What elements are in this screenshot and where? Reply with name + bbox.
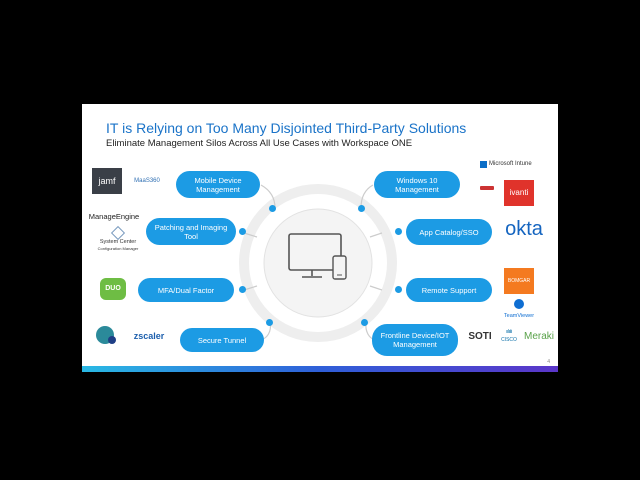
monitor-icon bbox=[288, 233, 342, 278]
connector-dot bbox=[239, 286, 246, 293]
pill-secure-tunnel: Secure Tunnel bbox=[180, 328, 264, 352]
cisco-bars-icon: ıılıılı bbox=[506, 329, 512, 335]
check-badge-icon bbox=[108, 336, 116, 344]
pill-label: MFA/Dual Factor bbox=[157, 285, 215, 295]
hub-circle bbox=[263, 208, 373, 318]
pill-label: Patching and Imaging Tool bbox=[154, 222, 228, 241]
connector-dot bbox=[395, 228, 402, 235]
connector-line bbox=[243, 285, 258, 291]
connector-dot bbox=[266, 319, 273, 326]
pill-remote-support: Remote Support bbox=[406, 278, 492, 302]
bomgar-logo: BOMGAR bbox=[504, 268, 534, 294]
pill-windows-10-management: Windows 10 Management bbox=[374, 171, 460, 198]
pill-frontline-device-iot-management: Frontline Device/IOT Management bbox=[372, 324, 458, 356]
connector-dot bbox=[395, 286, 402, 293]
duo-logo: DUO bbox=[100, 278, 126, 300]
pill-mfa-dual-factor: MFA/Dual Factor bbox=[138, 278, 234, 302]
jamf-logo: jamf bbox=[92, 168, 122, 194]
manageengine-logo: ManageEngine bbox=[88, 212, 140, 221]
presentation-slide: IT is Relying on Too Many Disjointed Thi… bbox=[82, 104, 558, 372]
pill-app-catalog-sso: App Catalog/SSO bbox=[406, 219, 492, 245]
soti-logo: SOTI bbox=[468, 331, 492, 342]
zscaler-logo: zscaler bbox=[133, 331, 165, 341]
connector-line bbox=[243, 232, 258, 238]
okta-logo: okta bbox=[505, 218, 543, 240]
slide-subtitle: Eliminate Management Silos Across All Us… bbox=[106, 138, 413, 149]
hub-diagram bbox=[239, 184, 397, 342]
page-number: 4 bbox=[547, 359, 550, 365]
outer-ring bbox=[239, 184, 397, 342]
connector-line bbox=[369, 285, 383, 291]
system-center-icon bbox=[110, 225, 126, 241]
red-vendor-mark-icon bbox=[480, 186, 494, 190]
pill-patching-imaging-tool: Patching and Imaging Tool bbox=[146, 218, 236, 245]
footer-gradient-bar bbox=[82, 366, 558, 372]
connector-dot bbox=[269, 205, 276, 212]
maas360-logo: MaaS360 bbox=[134, 178, 160, 184]
pill-label: Mobile Device Management bbox=[194, 175, 242, 194]
pill-label: Remote Support bbox=[421, 285, 477, 295]
cisco-logo: ıılıılı CISCO bbox=[501, 329, 517, 343]
pill-label: Secure Tunnel bbox=[197, 335, 247, 345]
microsoft-intune-logo: Microsoft Intune bbox=[480, 159, 536, 169]
connector-dot bbox=[239, 228, 246, 235]
pill-label: Frontline Device/IOT Management bbox=[380, 331, 450, 349]
pill-mobile-device-management: Mobile Device Management bbox=[176, 171, 260, 198]
slide-title: IT is Relying on Too Many Disjointed Thi… bbox=[106, 120, 467, 136]
teamviewer-logo: TeamViewer bbox=[503, 313, 535, 319]
connector-line bbox=[369, 232, 383, 238]
ivanti-logo: ivanti bbox=[504, 180, 534, 206]
pill-label: App Catalog/SSO bbox=[419, 227, 479, 237]
system-center-logo: System Center Configuration Manager bbox=[96, 225, 140, 256]
meraki-logo: Meraki bbox=[523, 331, 554, 342]
connector-dot bbox=[358, 205, 365, 212]
phone-icon bbox=[332, 255, 347, 280]
teamviewer-icon bbox=[514, 299, 524, 309]
connector-dot bbox=[361, 319, 368, 326]
pill-label: Windows 10 Management bbox=[395, 175, 439, 194]
microsoft-icon bbox=[480, 160, 487, 168]
